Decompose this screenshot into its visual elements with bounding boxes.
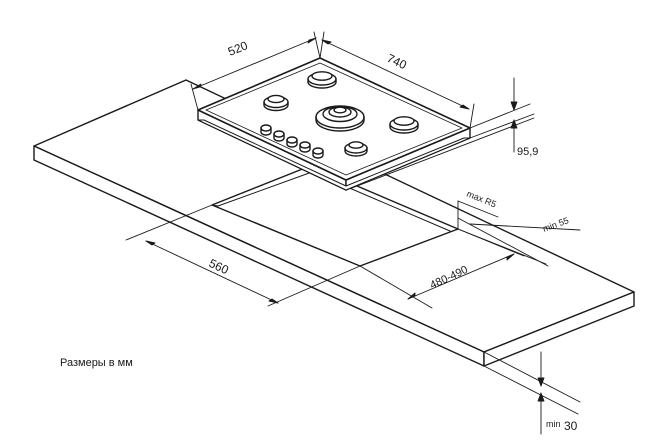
label-hob-depth: 520: [226, 38, 250, 59]
label-min-thickness-prefix: min: [546, 419, 561, 429]
hob-burners: [263, 71, 419, 157]
knob-4: [299, 141, 311, 153]
dim-hob-width: [319, 31, 475, 129]
dim-hob-depth: [190, 31, 321, 111]
dim-min-30: [483, 351, 581, 435]
countertop-side-edge: [483, 291, 635, 367]
label-cutout-depth: 560: [207, 256, 231, 277]
label-min-thickness-value: 30: [564, 419, 578, 433]
hob-control-knobs: [260, 124, 324, 159]
knob-2: [273, 130, 285, 142]
dim-hob-height: [351, 77, 535, 189]
knob-1: [260, 124, 272, 136]
burner-left: [263, 94, 289, 112]
dim-cutout-depth: [125, 204, 361, 307]
dim-cutout-width: [359, 228, 547, 309]
label-max-radius: max R5: [465, 189, 498, 210]
hob-top-inner-rim: [205, 62, 463, 176]
burner-front: [344, 141, 368, 157]
burner-rear: [307, 71, 337, 89]
label-hob-height: 95,9: [517, 146, 538, 158]
units-note: Размеры в мм: [60, 357, 133, 369]
label-min-clearance: min 55: [541, 215, 570, 234]
cutout-inner-wall-left: [211, 204, 219, 207]
knob-3: [286, 136, 298, 148]
dim-max-radius: [457, 200, 499, 230]
burner-wok: [315, 105, 365, 132]
label-hob-width: 740: [385, 51, 409, 72]
burner-right: [389, 116, 419, 134]
knob-5: [312, 147, 324, 159]
